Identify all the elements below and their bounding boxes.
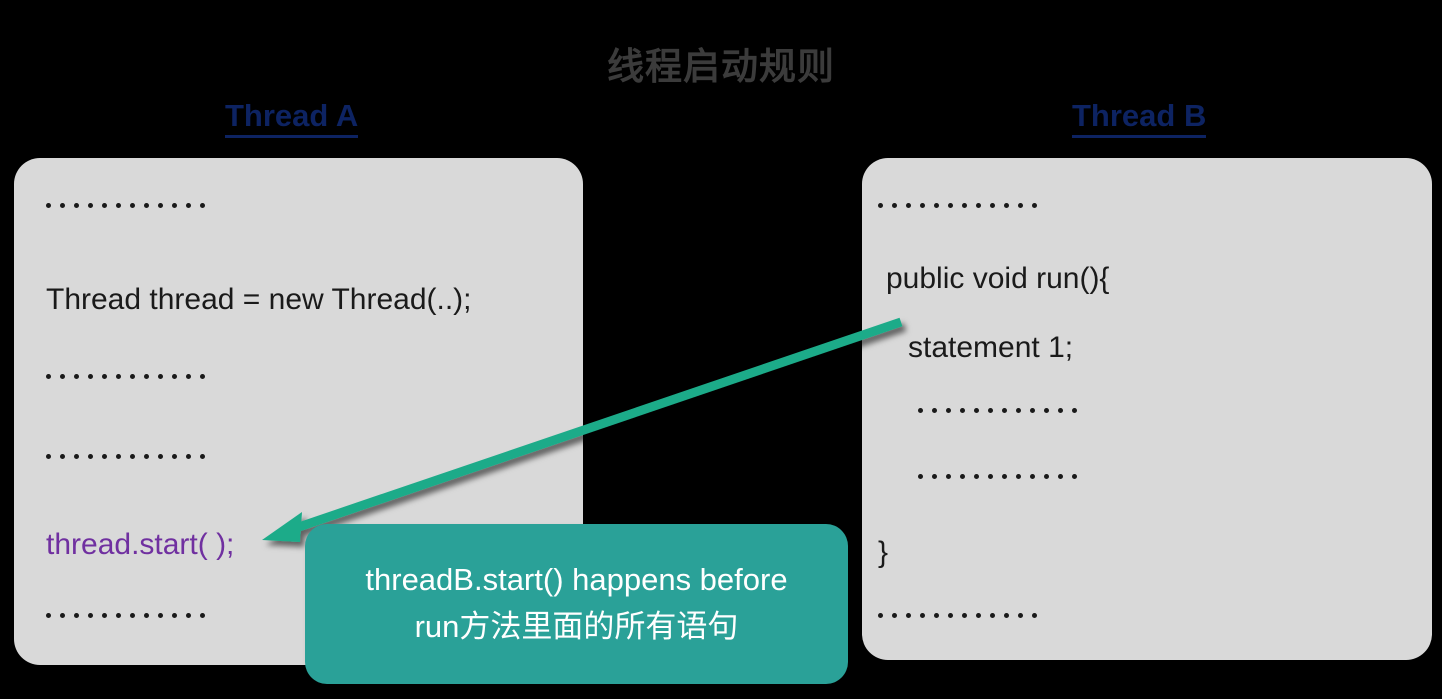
callout-line-1: threadB.start() happens before	[365, 562, 788, 598]
ellipsis-a-2	[46, 374, 205, 379]
ellipsis-b-1	[878, 203, 1037, 208]
ellipsis-b-2	[918, 408, 1077, 413]
callout-line-2: run方法里面的所有语句	[414, 609, 739, 644]
ellipsis-a-1	[46, 203, 205, 208]
thread-a-header-label: Thread A	[225, 98, 359, 133]
thread-b-header-underline	[1072, 135, 1207, 138]
thread-b-code-panel: public void run(){ statement 1; }	[862, 158, 1432, 660]
code-line-a-start: thread.start( );	[46, 528, 235, 561]
code-line-b-statement1: statement 1;	[908, 331, 1074, 364]
ellipsis-b-4	[878, 613, 1037, 618]
thread-b-header: Thread B	[1072, 98, 1207, 142]
thread-a-header-underline	[225, 135, 359, 138]
ellipsis-a-4	[46, 613, 205, 618]
code-line-b-run: public void run(){	[886, 262, 1110, 295]
thread-b-header-label: Thread B	[1072, 98, 1207, 133]
ellipsis-b-3	[918, 474, 1077, 479]
ellipsis-a-3	[46, 454, 205, 459]
code-line-a-declare: Thread thread = new Thread(..);	[46, 283, 472, 316]
code-line-b-close-brace: }	[878, 536, 889, 569]
happens-before-callout: threadB.start() happens before run方法里面的所…	[305, 524, 848, 684]
page-title: 线程启动规则	[607, 46, 835, 87]
thread-a-header: Thread A	[225, 98, 359, 142]
